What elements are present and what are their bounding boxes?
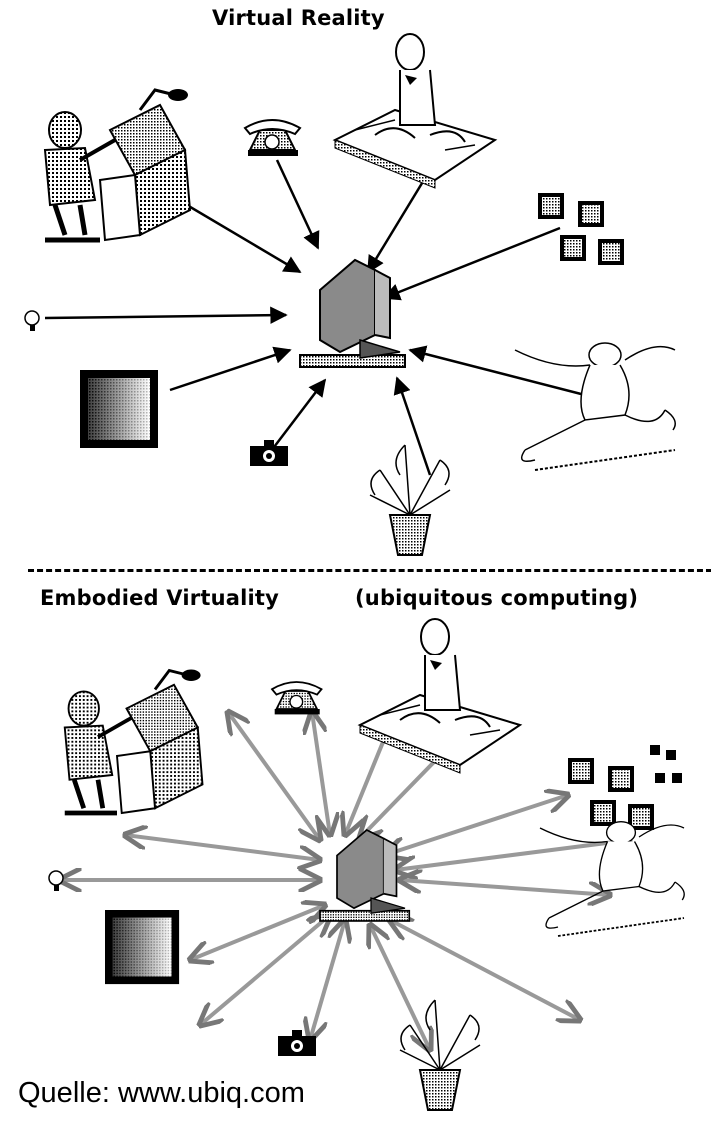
telephone-icon-bottom [271,681,323,716]
dancing-person-icon [514,342,677,471]
plant-icon [369,444,451,556]
arrow-to-plant [370,925,430,1050]
arrow-to-camera [310,920,345,1040]
computer-icon [299,259,406,368]
embodied-virtuality-title: Embodied Virtuality [40,586,280,610]
telephone-icon [244,119,301,157]
arrow-from-chips [382,226,561,301]
arrow-to-dancer [400,880,610,895]
arrow-from-gradpanel [169,346,292,392]
person-at-drafting-table-icon-bottom [65,670,203,813]
arrow-to-stripes [390,920,580,1020]
arrow-from-plant [393,376,432,476]
small-chips-icon [650,745,682,783]
camera-icon [250,440,288,466]
lightbulb-icon [24,310,40,332]
gradient-panel-icon [80,370,158,448]
arrow-to-gradpanel [190,905,325,960]
arrow-to-drafter [125,835,320,860]
lightbulb-icon-bottom [48,870,64,892]
arrow-from-deskman [366,169,432,274]
virtual-reality-title: Virtual Reality [212,6,385,30]
arrow-from-phone [275,159,320,250]
arrow-from-camera [267,378,327,456]
person-at-desk-icon [334,33,496,189]
arrow-to-chips-lower [395,840,630,870]
bidirectional-arrows [60,712,630,1050]
chip-blocks-icon-bottom [568,758,654,830]
chip-blocks-icon [538,193,624,265]
arrow-from-drafter [169,193,302,274]
arrow-from-bulb [44,306,288,324]
top-section [24,33,677,556]
arrow-to-upper-left [228,712,320,840]
dancing-person-icon-bottom [539,820,686,937]
person-at-drafting-table-icon [45,89,190,240]
arrow-to-phone [312,712,330,835]
computer-icon-bottom [319,829,411,922]
source-caption: Quelle: www.ubiq.com [18,1077,305,1109]
arrow-to-chips [385,795,568,855]
gradient-panel-icon-bottom [105,910,180,985]
arrow-from-dancer [408,345,586,397]
bottom-section [48,618,686,1111]
inbound-arrows [44,159,586,476]
section-divider [28,569,711,572]
ubiquitous-computing-title: (ubiquitous computing) [355,586,639,610]
person-at-desk-icon-bottom [359,618,521,774]
